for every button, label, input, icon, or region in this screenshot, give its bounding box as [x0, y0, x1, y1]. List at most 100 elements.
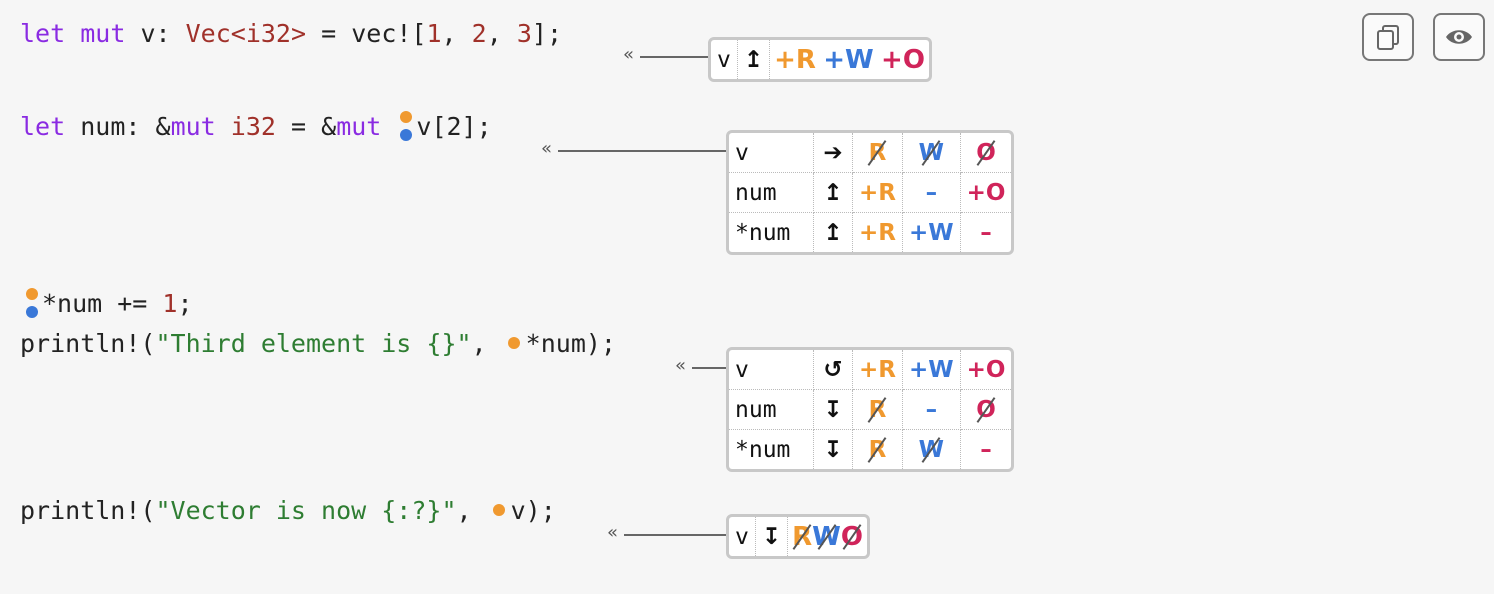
permission-table: v ➔ R W O num ↥ +R – +O *num ↥ +R +W –	[726, 130, 1015, 255]
own-permission: +O	[959, 350, 1012, 390]
read-permission: +R	[852, 350, 903, 390]
chevron-icon[interactable]: «	[623, 44, 635, 65]
eye-icon	[1446, 30, 1472, 44]
place-name: *num	[729, 429, 814, 469]
type-name: Vec<i32>	[185, 19, 307, 48]
permission-table: v ↥ +R +W +O	[708, 37, 932, 82]
permission-row: num ↥ +R – +O	[729, 172, 1012, 213]
read-permission: +R	[852, 172, 903, 213]
own-permission: –	[959, 212, 1012, 252]
write-permission: –	[901, 172, 961, 213]
punctuation: ];	[531, 19, 562, 48]
write-permission: +W	[901, 212, 961, 252]
keyword: mut	[80, 19, 126, 48]
place-name: v	[729, 517, 756, 556]
number-literal: 2	[471, 19, 487, 48]
place-name: num	[729, 389, 814, 430]
permission-table: v ↺ +R +W +O num ↧ R – O *num ↧ R W –	[726, 347, 1015, 472]
read-permission: R	[852, 133, 903, 173]
permission-row: v ↧ RWO	[729, 517, 867, 556]
keyword: mut	[170, 112, 216, 141]
connector-line	[640, 56, 708, 58]
own-permission: +O	[881, 44, 925, 75]
identifier: v:	[140, 19, 171, 48]
chevron-icon[interactable]: «	[675, 355, 687, 376]
operator: &	[321, 112, 337, 141]
own-permission: O	[959, 389, 1012, 430]
macro-call: println!(	[20, 329, 156, 358]
read-permission: R	[852, 429, 903, 469]
number-literal: 1	[426, 19, 442, 48]
connector-line	[624, 534, 726, 536]
place-name: *num	[729, 212, 814, 252]
arrow-up-icon: ↥	[813, 172, 853, 213]
own-permission: O	[841, 522, 863, 552]
copy-button[interactable]	[1362, 13, 1414, 61]
keyword: let	[20, 112, 66, 141]
own-permission: +O	[959, 172, 1012, 213]
permission-row: v ↺ +R +W +O	[729, 350, 1012, 390]
read-dot	[26, 288, 38, 300]
code-line-1: let mut v: Vec<i32> = vec![1, 2, 3];	[20, 19, 562, 48]
permission-dots	[400, 111, 413, 141]
expression: *num);	[525, 329, 616, 358]
punctuation: ;	[177, 289, 193, 318]
read-permission: +R	[774, 44, 816, 75]
type-name: i32	[230, 112, 276, 141]
write-permission: W	[901, 133, 961, 173]
read-dot	[507, 337, 520, 349]
place-name: v	[729, 350, 814, 390]
write-permission: +W	[901, 350, 961, 390]
read-permission: R	[792, 522, 812, 552]
punctuation: ,	[456, 496, 472, 525]
arrow-down-icon: ↧	[754, 517, 789, 556]
write-permission: W	[812, 522, 841, 552]
permission-row: v ↥ +R +W +O	[711, 40, 929, 79]
arrow-right-icon: ➔	[813, 133, 853, 173]
arrow-down-icon: ↧	[813, 429, 853, 469]
operator: =	[321, 19, 337, 48]
code-line-2: let num: &mut i32 = &mut v[2];	[20, 111, 492, 143]
read-dot	[492, 504, 505, 516]
punctuation: ,	[471, 329, 487, 358]
expression: v);	[510, 496, 556, 525]
string-literal: "Third element is {}"	[155, 329, 472, 358]
place-name: num	[729, 172, 814, 213]
read-permission: +R	[852, 212, 903, 252]
own-permission: O	[959, 133, 1012, 173]
place-name: v	[729, 133, 814, 173]
string-literal: "Vector is now {:?}"	[155, 496, 457, 525]
identifier: num:	[80, 112, 141, 141]
number-literal: 1	[162, 289, 178, 318]
write-permission: +W	[823, 44, 874, 75]
permission-dots	[26, 288, 38, 318]
expression: v[2];	[416, 112, 492, 141]
write-permission: W	[901, 429, 961, 469]
permission-row: *num ↥ +R +W –	[729, 212, 1012, 252]
macro-call: println!(	[20, 496, 156, 525]
toggle-visibility-button[interactable]	[1433, 13, 1485, 61]
operator: &	[155, 112, 171, 141]
read-permission: R	[852, 389, 903, 430]
write-dot	[400, 129, 413, 141]
cycle-arrow-icon: ↺	[813, 350, 853, 390]
write-dot	[26, 306, 38, 318]
arrow-up-icon: ↥	[813, 212, 853, 252]
code-line-5: println!("Vector is now {:?}", v);	[20, 496, 556, 526]
code-line-4: println!("Third element is {}", *num);	[20, 329, 616, 359]
chevron-icon[interactable]: «	[607, 522, 619, 543]
keyword: mut	[336, 112, 382, 141]
copy-icon	[1377, 25, 1399, 50]
connector-line	[558, 150, 726, 152]
expression: *num +=	[42, 289, 148, 318]
arrow-up-icon: ↥	[736, 40, 771, 79]
perm-cell: RWO	[787, 517, 867, 556]
place-name: v	[711, 40, 738, 79]
permission-row: *num ↧ R W –	[729, 429, 1012, 469]
permission-row: v ➔ R W O	[729, 133, 1012, 173]
operator: =	[291, 112, 307, 141]
chevron-icon[interactable]: «	[541, 138, 553, 159]
arrow-down-icon: ↧	[813, 389, 853, 430]
write-permission: –	[901, 389, 961, 430]
macro-call: vec![	[351, 19, 427, 48]
